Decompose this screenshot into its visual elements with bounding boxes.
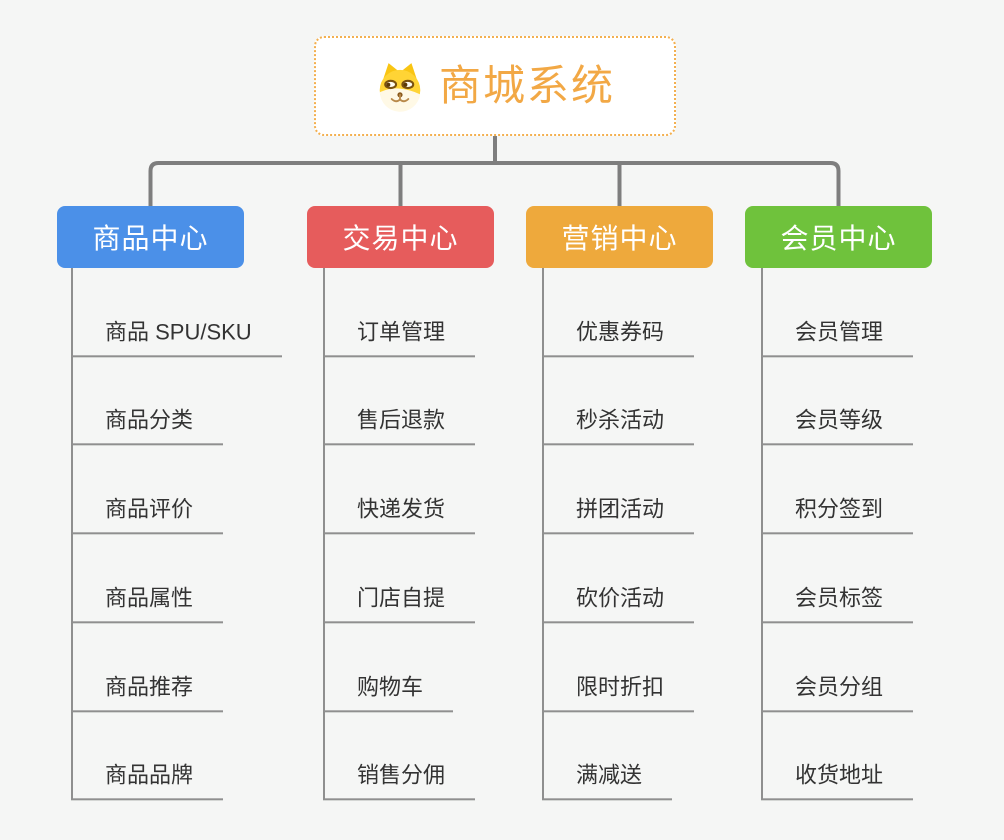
- leaf-item[interactable]: 购物车: [323, 672, 454, 712]
- branch-node-member-center[interactable]: 会员中心: [745, 206, 932, 268]
- branch-spine: [323, 268, 325, 800]
- branch-label: 商品中心: [92, 223, 209, 254]
- leaf-item[interactable]: 商品属性: [71, 583, 224, 623]
- leaf-item[interactable]: 售后退款: [323, 405, 476, 445]
- leaf-item[interactable]: 会员等级: [761, 405, 914, 445]
- leaf-item[interactable]: 会员标签: [761, 583, 914, 623]
- leaf-item[interactable]: 优惠券码: [542, 317, 695, 357]
- leaf-item[interactable]: 会员管理: [761, 317, 914, 357]
- leaf-item[interactable]: 商品评价: [71, 494, 224, 534]
- leaf-item[interactable]: 快递发货: [323, 494, 476, 534]
- leaf-item[interactable]: 满减送: [542, 760, 673, 800]
- branch-node-trade-center[interactable]: 交易中心: [307, 206, 494, 268]
- branch-spine: [71, 268, 73, 800]
- doge-icon: [379, 63, 421, 112]
- leaf-item[interactable]: 订单管理: [323, 317, 476, 357]
- leaf-item[interactable]: 秒杀活动: [542, 405, 695, 445]
- root-title: 商城系统: [438, 62, 615, 109]
- leaf-item[interactable]: 商品品牌: [71, 760, 224, 800]
- branch-node-product-center[interactable]: 商品中心: [57, 206, 244, 268]
- root-node[interactable]: 商城系统: [314, 36, 676, 136]
- leaf-item[interactable]: 商品推荐: [71, 672, 224, 712]
- leaf-item[interactable]: 拼团活动: [542, 494, 695, 534]
- leaf-item[interactable]: 积分签到: [761, 494, 914, 534]
- leaf-item[interactable]: 商品分类: [71, 405, 224, 445]
- branch-node-marketing-center[interactable]: 营销中心: [526, 206, 713, 268]
- branch-spine: [761, 268, 763, 800]
- leaf-item[interactable]: 会员分组: [761, 672, 914, 712]
- branch-spine: [542, 268, 544, 800]
- branch-label: 会员中心: [780, 223, 897, 254]
- branch-label: 交易中心: [342, 223, 459, 254]
- leaf-item[interactable]: 收货地址: [761, 760, 914, 800]
- branch-label: 营销中心: [561, 223, 678, 254]
- leaf-item[interactable]: 限时折扣: [542, 672, 695, 712]
- leaf-item[interactable]: 门店自提: [323, 583, 476, 623]
- leaf-item[interactable]: 销售分佣: [323, 760, 476, 800]
- leaf-item[interactable]: 商品 SPU/SKU: [71, 317, 282, 357]
- leaf-item[interactable]: 砍价活动: [542, 583, 695, 623]
